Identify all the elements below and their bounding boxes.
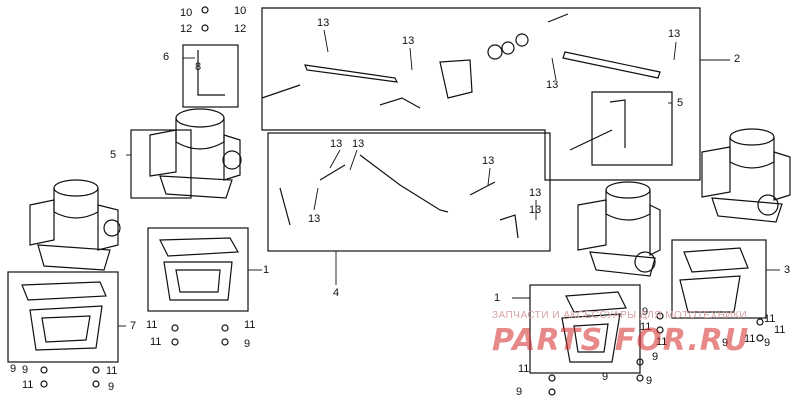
callout-label: 9 <box>764 337 771 349</box>
callout-label: 13 <box>317 17 330 29</box>
callout-label: 11 <box>150 336 162 348</box>
float-bowl-left <box>159 237 240 301</box>
callout-label: 12 <box>234 23 247 35</box>
callout-label: 13 <box>529 187 542 199</box>
callout-label: 10 <box>234 5 247 17</box>
callout-label: 9 <box>642 306 649 318</box>
callout-label: 11 <box>640 321 652 333</box>
callout-label: 11 <box>744 333 756 345</box>
frame-group-1-left <box>147 227 249 312</box>
callout-label: 1 <box>263 264 270 276</box>
callout-label: 3 <box>784 264 791 276</box>
callout-label: 13 <box>546 79 559 91</box>
watermark-brand: PARTS FOR.RU <box>492 323 750 358</box>
callout-label: 11 <box>518 363 530 375</box>
float-bowl-3 <box>679 247 749 313</box>
float-bowl-7 <box>21 281 107 351</box>
choke-rod <box>359 154 449 213</box>
frame-group-2 <box>261 7 701 181</box>
float-bowl-right <box>561 291 627 363</box>
frame-group-3 <box>671 239 767 319</box>
carburetor-left <box>29 179 121 271</box>
frame-group-5-left <box>130 129 192 199</box>
callout-label: 5 <box>677 97 684 109</box>
carburetor-right-back <box>701 128 791 223</box>
callout-label: 13 <box>668 28 681 40</box>
callout-label: 4 <box>333 287 340 299</box>
carburetor-right-front <box>577 181 661 277</box>
callout-label: 9 <box>646 375 653 387</box>
callout-label: 9 <box>652 351 659 363</box>
callout-label: 9 <box>108 381 115 393</box>
callout-label: 9 <box>10 363 17 375</box>
watermark-caption: ЗАПЧАСТИ И АКСЕССУАРЫ ДЛЯ МОТОТЕХНИКИ <box>492 310 748 321</box>
callout-label: 9 <box>244 338 251 350</box>
frame-group-7 <box>7 271 119 363</box>
callout-label: 13 <box>402 35 415 47</box>
frame-group-4 <box>267 132 551 252</box>
carburetor-center <box>149 108 242 199</box>
callout-label: 13 <box>529 204 542 216</box>
callout-label: 10 <box>180 7 193 19</box>
frame-group-5-right <box>591 91 673 166</box>
callout-label: 9 <box>722 337 729 349</box>
callout-label: 11 <box>146 319 158 331</box>
callout-label: 13 <box>482 155 495 167</box>
callout-label: 2 <box>734 53 741 65</box>
callout-label: 8 <box>195 61 202 73</box>
linkage-shaft-upper-left <box>304 64 399 83</box>
callout-label: 11 <box>244 319 256 331</box>
callout-label: 11 <box>656 336 668 348</box>
callout-label: 13 <box>330 138 343 150</box>
callout-label: 9 <box>22 364 29 376</box>
callout-label: 11 <box>106 365 118 377</box>
callout-label: 11 <box>774 324 786 336</box>
frame-group-1-right <box>529 284 641 374</box>
callout-label: 13 <box>352 138 365 150</box>
frame-group-6 <box>182 44 239 108</box>
callout-label: 5 <box>110 149 117 161</box>
callout-label: 6 <box>163 51 170 63</box>
callout-label: 12 <box>180 23 193 35</box>
callout-label: 9 <box>602 371 609 383</box>
linkage-shaft-upper-right <box>562 51 661 79</box>
callout-label: 13 <box>308 213 321 225</box>
callout-label: 11 <box>764 313 776 325</box>
callout-label: 7 <box>130 320 137 332</box>
callout-label: 9 <box>516 386 523 398</box>
callout-label: 11 <box>22 379 34 391</box>
callout-label: 1 <box>494 292 501 304</box>
linkage-arm <box>439 59 473 99</box>
